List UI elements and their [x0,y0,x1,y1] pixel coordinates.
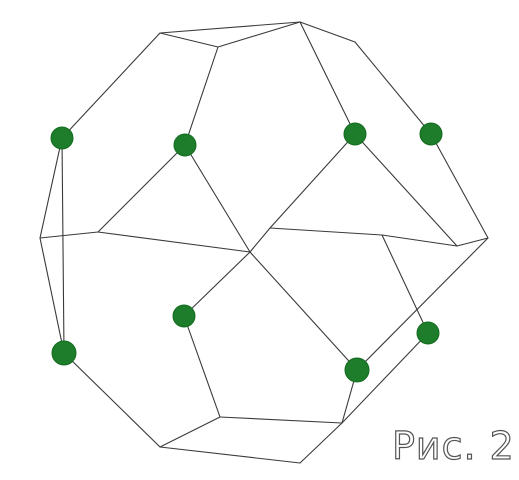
vertex-dot-F [173,133,197,157]
highlighted-vertices [50,122,443,383]
edge-I-J [39,231,99,239]
edge-W-X [159,446,301,464]
edge-C-G [299,21,356,135]
vertex-dot-E [50,126,74,150]
edge-B-F [184,46,219,146]
edge-G-L [269,133,356,229]
edge-J-K [97,231,251,253]
vertex-dot-G [343,122,367,146]
edge-U-V [219,416,343,424]
vertex-dot-Q [172,304,196,328]
edge-D-H [354,41,432,135]
vertex-dot-S [51,340,77,366]
edge-S-W [63,352,161,448]
polyhedron-edges [39,21,489,464]
edge-K-T [249,251,358,371]
edge-I-S [39,237,65,354]
edge-L-M [269,227,383,236]
edge-E-S [61,137,65,354]
edge-C-D [299,21,356,43]
edge-H-O [430,133,489,239]
edge-M-R [381,234,429,334]
vertex-dot-R [416,321,440,345]
edge-K-Q [183,251,251,317]
edge-N-O [456,237,489,247]
edge-E-I [39,137,63,239]
vertex-dot-T [344,357,370,383]
figure-caption: Рис. 2 [391,423,515,468]
edge-R-V [341,332,429,424]
edge-F-K [184,144,251,253]
edge-M-N [381,234,458,247]
edge-J-F [97,144,186,233]
edge-X-V [299,422,343,464]
edge-L-K [249,227,271,253]
edge-A-B [159,32,219,48]
edge-A-E [61,32,161,139]
edge-G-N [354,133,458,247]
edge-B-C [217,21,301,48]
edge-U-W [159,416,221,448]
vertex-dot-H [419,122,443,146]
edge-Q-U [183,315,221,418]
edge-O-T [356,237,489,371]
edge-A-C [159,21,301,34]
